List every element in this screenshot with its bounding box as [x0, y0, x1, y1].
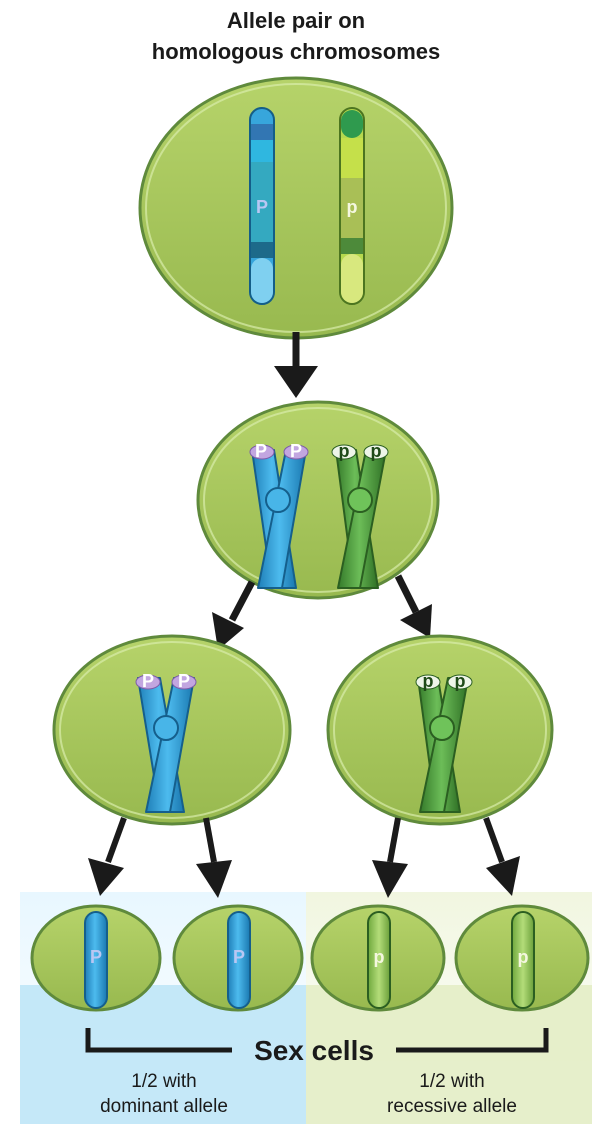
arrow-to-sexcell-3 — [372, 818, 408, 898]
dominant-allele-label: P — [233, 947, 245, 967]
sex-cell-4: p — [456, 906, 588, 1010]
dominant-allele-label: P — [178, 671, 190, 691]
dominant-allele-label: P — [142, 671, 154, 691]
dominant-allele-label: P — [255, 441, 267, 461]
title-line-2: homologous chromosomes — [152, 39, 440, 64]
arrow-down-1 — [274, 332, 318, 398]
recessive-chromosome: p — [340, 108, 364, 304]
dominant-chromosome: P — [250, 108, 274, 304]
arrow-right-2 — [398, 576, 432, 638]
recessive-allele-label: p — [518, 947, 529, 967]
replicated-cell: P P p p — [198, 402, 438, 598]
dominant-allele-label: P — [90, 947, 102, 967]
dominant-fraction-line1: 1/2 with — [131, 1071, 196, 1092]
dominant-fraction-line2: dominant allele — [100, 1096, 228, 1117]
recessive-allele-label: p — [455, 671, 466, 691]
daughter-cell-dominant: P P — [54, 636, 290, 824]
recessive-fraction-line1: 1/2 with — [419, 1071, 484, 1092]
arrow-to-sexcell-1 — [88, 818, 124, 896]
dominant-allele-label: P — [256, 197, 268, 217]
recessive-allele-label: p — [371, 441, 382, 461]
sex-cell-2: P — [174, 906, 302, 1010]
recessive-allele-label: p — [423, 671, 434, 691]
arrow-left-2 — [212, 582, 252, 650]
sex-cell-3: p — [312, 906, 444, 1010]
arrow-to-sexcell-4 — [486, 818, 520, 896]
recessive-allele-label: p — [347, 197, 358, 217]
daughter-cell-recessive: p p — [328, 636, 552, 824]
recessive-allele-label: p — [374, 947, 385, 967]
title-line-1: Allele pair on — [227, 8, 365, 33]
sex-cell-1: P — [32, 906, 160, 1010]
parent-cell: P p — [140, 78, 452, 338]
recessive-allele-label: p — [339, 441, 350, 461]
recessive-fraction-line2: recessive allele — [387, 1096, 517, 1117]
sex-cells-label: Sex cells — [254, 1035, 374, 1066]
dominant-allele-label: P — [290, 441, 302, 461]
arrow-to-sexcell-2 — [196, 818, 232, 898]
